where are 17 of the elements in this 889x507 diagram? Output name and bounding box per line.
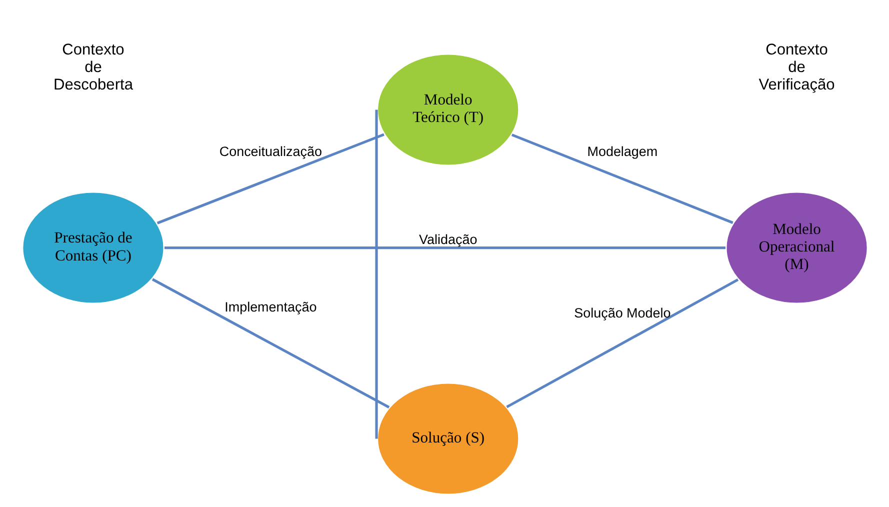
edge-label: Implementação [224, 300, 316, 315]
connector [374, 110, 378, 439]
edge-label: Conceitualização [218, 144, 322, 159]
label: Contexto de Verificação [758, 41, 834, 94]
connector [156, 133, 384, 224]
connector [510, 134, 733, 224]
edge-label: Modelagem [586, 144, 658, 159]
node-ellipse: Prestação de Contas (PC) [20, 190, 165, 305]
connector [164, 246, 726, 250]
label: Contexto de Descoberta [52, 41, 132, 94]
node-ellipse: Modelo Teórico (T) [376, 52, 520, 167]
edge-label: Solução Modelo [574, 306, 670, 321]
connector [151, 278, 390, 408]
node-ellipse: Modelo Operacional (M) [724, 190, 868, 305]
node-ellipse: Solução (S) [376, 382, 520, 496]
edge-label: Validação [418, 232, 477, 248]
connector [506, 278, 738, 408]
